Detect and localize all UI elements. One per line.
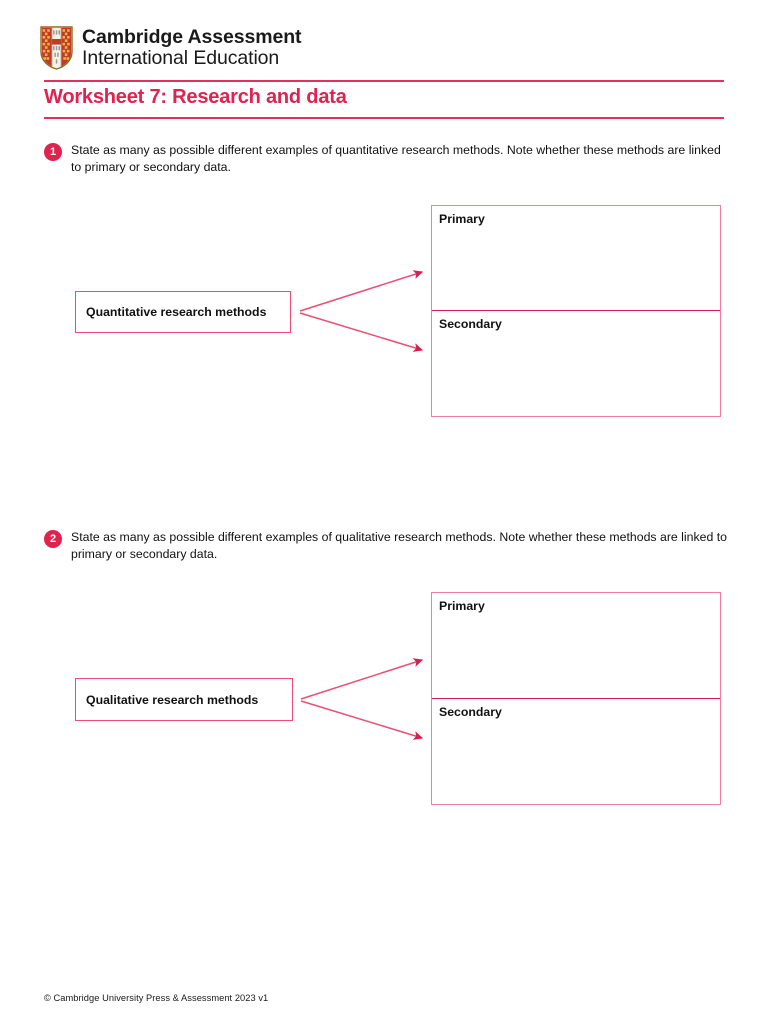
- diagram-1-primary-label: Primary: [439, 212, 485, 226]
- diagram-1-source-label: Quantitative research methods: [86, 305, 267, 319]
- question-2-text: State as many as possible different exam…: [71, 530, 727, 561]
- diagram-2-answer-box[interactable]: Primary Secondary: [431, 592, 721, 805]
- title-rule-bottom: [44, 117, 724, 119]
- title-rule-top: [44, 80, 724, 82]
- diagram-1-source-box: Quantitative research methods: [75, 291, 291, 333]
- diagram-1-arrows: [299, 270, 424, 352]
- page-title: Worksheet 7: Research and data: [44, 86, 347, 108]
- brand-line-2: International Education: [82, 47, 280, 69]
- footer-copyright: © Cambridge University Press & Assessmen…: [44, 993, 269, 1003]
- brand-logo: Cambridge Assessment International Educa…: [40, 25, 302, 70]
- diagram-2-primary-label: Primary: [439, 599, 485, 613]
- diagram-1-secondary-cell[interactable]: Secondary: [432, 311, 720, 416]
- question-1-number-badge: 1: [44, 143, 62, 161]
- brand-wordmark: Cambridge Assessment International Educa…: [82, 25, 302, 69]
- question-1: 1 State as many as possible different ex…: [44, 142, 728, 175]
- question-2: 2 State as many as possible different ex…: [44, 529, 728, 562]
- diagram-1-secondary-label: Secondary: [439, 317, 502, 331]
- diagram-1-answer-box[interactable]: Primary Secondary: [431, 205, 721, 417]
- diagram-2-secondary-label: Secondary: [439, 705, 502, 719]
- question-2-number-badge: 2: [44, 530, 62, 548]
- cambridge-crest-icon: [40, 26, 73, 70]
- diagram-2-source-box: Qualitative research methods: [75, 678, 293, 721]
- diagram-2-primary-cell[interactable]: Primary: [432, 593, 720, 699]
- diagram-2-secondary-cell[interactable]: Secondary: [432, 699, 720, 804]
- question-1-text: State as many as possible different exam…: [71, 143, 721, 174]
- diagram-2-source-label: Qualitative research methods: [86, 692, 259, 707]
- brand-line-1: Cambridge Assessment: [82, 25, 302, 48]
- diagram-2-arrows: [300, 658, 424, 740]
- diagram-1-primary-cell[interactable]: Primary: [432, 206, 720, 311]
